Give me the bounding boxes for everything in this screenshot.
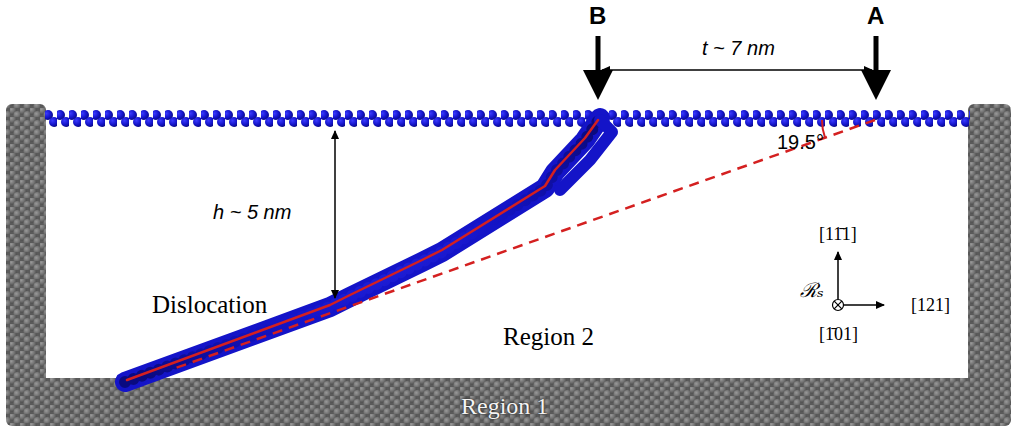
direction-label: [11̄1]: [819, 225, 857, 243]
direction-label: [1̄01]: [819, 325, 858, 343]
direction-label: [121]: [911, 296, 950, 314]
dimension-line: [334, 131, 336, 298]
dimension-label: h ~ 5 nm: [213, 202, 291, 222]
feature-label: Dislocation: [152, 292, 267, 317]
dislocation-atoms: [125, 118, 612, 382]
position-arrow: [874, 36, 879, 90]
slip-trace: [170, 120, 875, 370]
position-label: A: [867, 4, 884, 28]
frame-label: ℛₛ: [800, 280, 824, 300]
region-label: Region 2: [503, 324, 594, 349]
position-arrow: [596, 36, 601, 90]
crystal-axes: [833, 252, 885, 311]
angle-label: 19.5°: [777, 132, 824, 152]
region-label: Region 1: [461, 394, 548, 418]
position-label: B: [589, 4, 606, 28]
dimension-label: t ~ 7 nm: [702, 38, 775, 58]
dimension-line: [602, 69, 872, 71]
surface-atoms: [45, 110, 970, 128]
fixed-atoms: [6, 104, 1011, 426]
